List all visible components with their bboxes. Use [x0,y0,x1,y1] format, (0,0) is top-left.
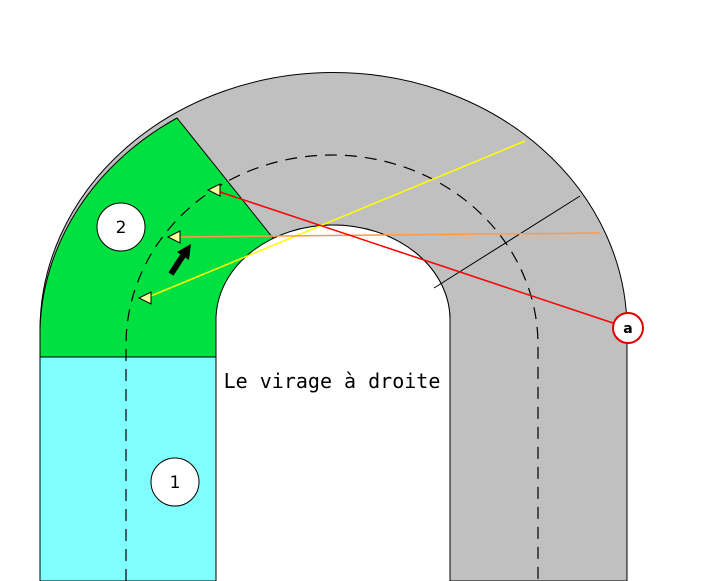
center-line [125,154,539,581]
zone-2-badge [96,202,146,252]
marker-a-badge [612,312,644,344]
section-divider-1 [433,195,581,289]
inner-edge [215,224,451,581]
zone-2-label: 2 [116,218,127,238]
diagram-caption: Le virage à droite [224,369,441,393]
direction-arrow-icon [168,244,191,276]
red-sight-line [213,189,629,329]
yellow-sight-line [145,140,526,299]
orange-sight-line [173,232,601,238]
car-marker-icon [137,183,221,305]
zone-1-label: 1 [170,473,181,493]
zone-1-badge [150,457,200,507]
marker-a-label: a [623,321,632,337]
